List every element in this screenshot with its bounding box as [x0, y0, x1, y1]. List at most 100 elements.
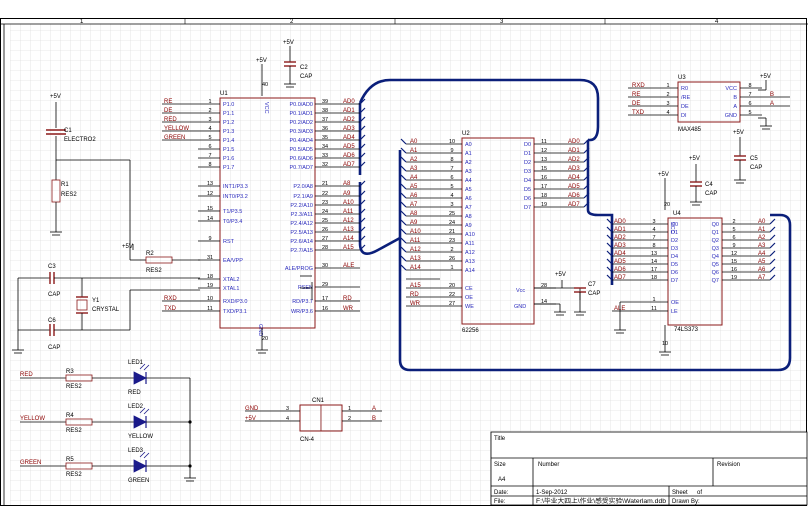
- net-label: A1: [410, 148, 418, 154]
- pin-number: 32: [322, 162, 328, 168]
- bus-entry: [583, 165, 590, 172]
- pin-number: 20: [262, 336, 268, 342]
- pin-number: 15: [541, 166, 547, 172]
- bus-entry: [583, 156, 590, 163]
- net-label: A13: [410, 256, 421, 262]
- pin-name: Q1: [712, 230, 719, 236]
- net-label: A2: [410, 157, 418, 163]
- pin-number: 18: [207, 274, 213, 280]
- bus-entry: [606, 274, 613, 281]
- net-label: TXD: [164, 306, 177, 312]
- pin-name: P1.5: [223, 147, 234, 153]
- pin-name: P1.6: [223, 156, 234, 162]
- pin-number: 4: [286, 416, 289, 422]
- bus-entry: [400, 237, 407, 244]
- pin-number: 17: [322, 296, 328, 302]
- pin-name: RXD/P3.0: [223, 299, 247, 305]
- pin-name: INT0/P3.2: [223, 194, 248, 200]
- connector-part: CN-4: [300, 437, 315, 443]
- pin-number: 3: [286, 406, 289, 412]
- net-label: A10: [410, 229, 421, 235]
- pin-number: 1: [666, 83, 669, 89]
- pin-name: A8: [465, 214, 472, 220]
- bus-entry: [359, 125, 366, 132]
- net-label: AD0: [568, 139, 580, 145]
- pin-name: P2.0/A8: [293, 184, 313, 190]
- pin-name: D2: [671, 238, 678, 244]
- pin-name: CE: [465, 286, 473, 292]
- title-block: Title Size A4 Number Revision Date: 1-Se…: [490, 431, 808, 506]
- pin-name: A10: [465, 232, 475, 238]
- pin-name: A: [733, 104, 737, 110]
- led-net-label: RED: [20, 372, 33, 378]
- net-label: A12: [410, 247, 421, 253]
- pin-name: D3: [524, 169, 531, 175]
- pin-name: D4: [671, 254, 678, 260]
- bus-entry: [400, 264, 407, 271]
- net-label: A3: [758, 243, 766, 249]
- pin-number: 12: [541, 148, 547, 154]
- bus-entry: [359, 235, 366, 242]
- pin-name: P0.0/AD0: [289, 102, 313, 108]
- pin-number: 16: [322, 306, 328, 312]
- pin-name: D5: [671, 262, 678, 268]
- junction-dot: [188, 464, 192, 468]
- net-label: AD6: [614, 267, 626, 273]
- chip-part: 62256: [462, 328, 479, 334]
- pin-name: P0.4/AD4: [289, 138, 313, 144]
- net-label: A11: [343, 209, 354, 215]
- connector-net: +5V: [245, 416, 256, 422]
- bus-entry: [359, 161, 366, 168]
- pin-number: 15: [207, 206, 213, 212]
- date-label: Date:: [494, 490, 509, 496]
- net-label: RD: [410, 292, 419, 298]
- pin-number: 1: [450, 265, 453, 271]
- pin-number: 25: [449, 211, 455, 217]
- pin-number: 2: [208, 108, 211, 114]
- pin-number: 35: [322, 135, 328, 141]
- pin-number: 9: [732, 243, 735, 249]
- bus-entry: [606, 218, 613, 225]
- power-label: +5V: [733, 130, 744, 136]
- pin-name: A13: [465, 259, 475, 265]
- pin-number: 7: [208, 153, 211, 159]
- chip-body: [461, 137, 535, 325]
- pin-name: P2.5/A13: [290, 230, 313, 236]
- pin-name: D1: [524, 151, 531, 157]
- pin-number: 26: [449, 256, 455, 262]
- c6-ref: C6: [48, 318, 56, 324]
- pin-number: 31: [207, 255, 213, 261]
- pin-number: 14: [651, 259, 657, 265]
- pin-name: Q3: [712, 246, 719, 252]
- pin-number: 12: [207, 191, 213, 197]
- pin-number: 17: [651, 267, 657, 273]
- pin-number: 25: [322, 218, 328, 224]
- connector-net: GND: [245, 406, 259, 412]
- chip-body: [219, 97, 316, 329]
- pin-number: 24: [449, 220, 455, 226]
- pin-name: A7: [465, 205, 472, 211]
- c1-value: ELECTRO2: [64, 137, 96, 143]
- pin-number: 2: [732, 219, 735, 225]
- net-label: RXD: [632, 83, 645, 89]
- pin-name: A3: [465, 169, 472, 175]
- zone-label: 3: [500, 19, 504, 25]
- pin-number: 33: [322, 153, 328, 159]
- bus-entry: [769, 242, 776, 249]
- pin-name: D3: [671, 246, 678, 252]
- net-label: A0: [410, 139, 418, 145]
- number-label: Number: [538, 462, 559, 468]
- pin-name: INT1/P3.3: [223, 184, 248, 190]
- led-net-label: YELLOW: [20, 416, 45, 422]
- c4-ref: C4: [705, 182, 713, 188]
- pin-number: 6: [748, 101, 751, 107]
- pin-name: P2.6/A14: [290, 239, 313, 245]
- pin-number: 10: [449, 139, 455, 145]
- c1-ref: C1: [64, 128, 72, 134]
- bus-entry: [583, 183, 590, 190]
